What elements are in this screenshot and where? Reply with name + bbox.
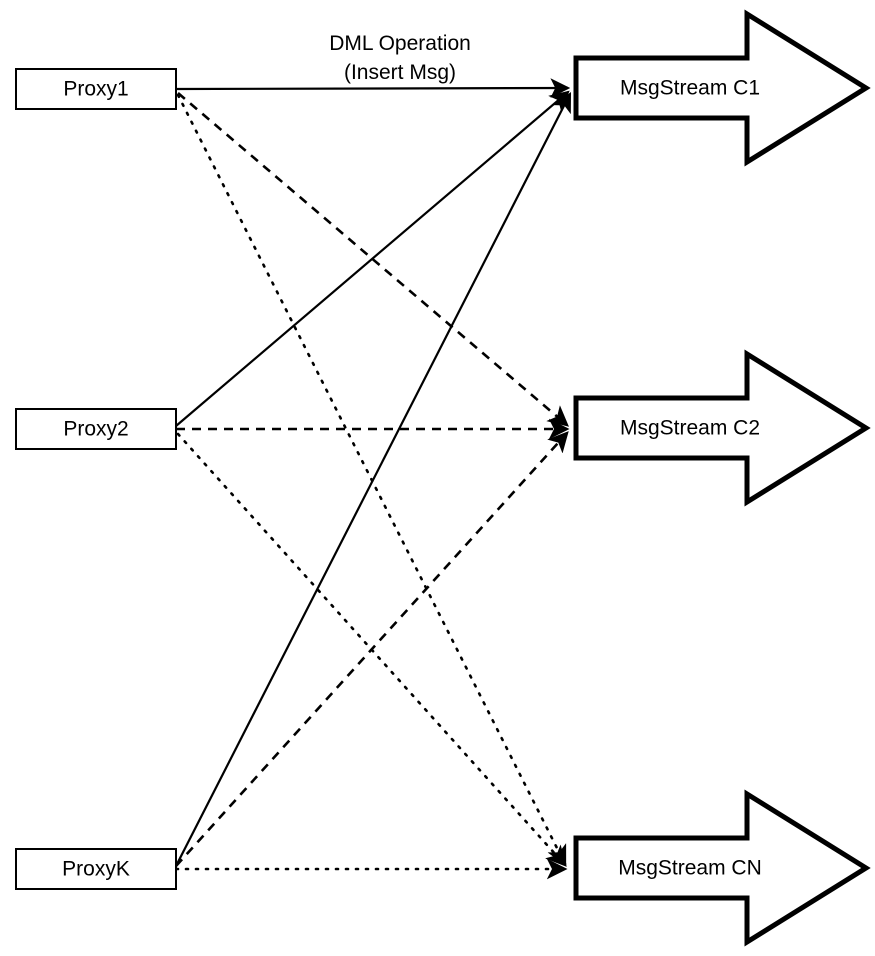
proxy2-label: Proxy2 [63, 418, 128, 441]
msgstream-c2-label: MsgStream C2 [620, 417, 760, 440]
proxy-node-proxy1[interactable]: Proxy1 [15, 68, 177, 110]
proxy2-box[interactable] [15, 408, 177, 450]
msgstream-node-cn[interactable]: MsgStream CN [573, 789, 871, 947]
msgstream-node-c2[interactable]: MsgStream C2 [573, 349, 871, 507]
link-proxyk-to-msgstream-c2[interactable] [175, 431, 569, 867]
proxy-node-proxyk[interactable]: ProxyK [15, 848, 177, 890]
msgstream-c2-arrow-shape[interactable] [573, 349, 871, 507]
link-proxy1-to-msgstream-cn[interactable] [176, 93, 567, 867]
msgstream-c1-label: MsgStream C1 [620, 77, 760, 100]
proxyk-box[interactable] [15, 848, 177, 890]
msgstream-cn-label: MsgStream CN [618, 857, 762, 880]
dml-operation-annotation: DML Operation (Insert Msg) [329, 32, 471, 84]
link-layer [174, 78, 572, 880]
proxyk-label: ProxyK [62, 858, 130, 881]
msgstream-node-c1[interactable]: MsgStream C1 [573, 9, 871, 167]
link-proxy2-to-msgstream-c1[interactable] [175, 90, 570, 427]
proxy-node-proxy2[interactable]: Proxy2 [15, 408, 177, 450]
proxy1-box[interactable] [15, 68, 177, 110]
dml-operation-line2: (Insert Msg) [344, 61, 456, 84]
proxy1-label: Proxy1 [63, 78, 128, 101]
link-proxy1-to-msgstream-c1[interactable] [175, 78, 571, 98]
link-proxy1-to-msgstream-c2[interactable] [177, 92, 569, 427]
dml-operation-line1: DML Operation [329, 32, 471, 55]
link-proxyk-to-msgstream-c1[interactable] [175, 92, 572, 867]
msgstream-cn-arrow-shape[interactable] [573, 789, 871, 947]
msgstream-c1-arrow-shape[interactable] [573, 9, 871, 167]
